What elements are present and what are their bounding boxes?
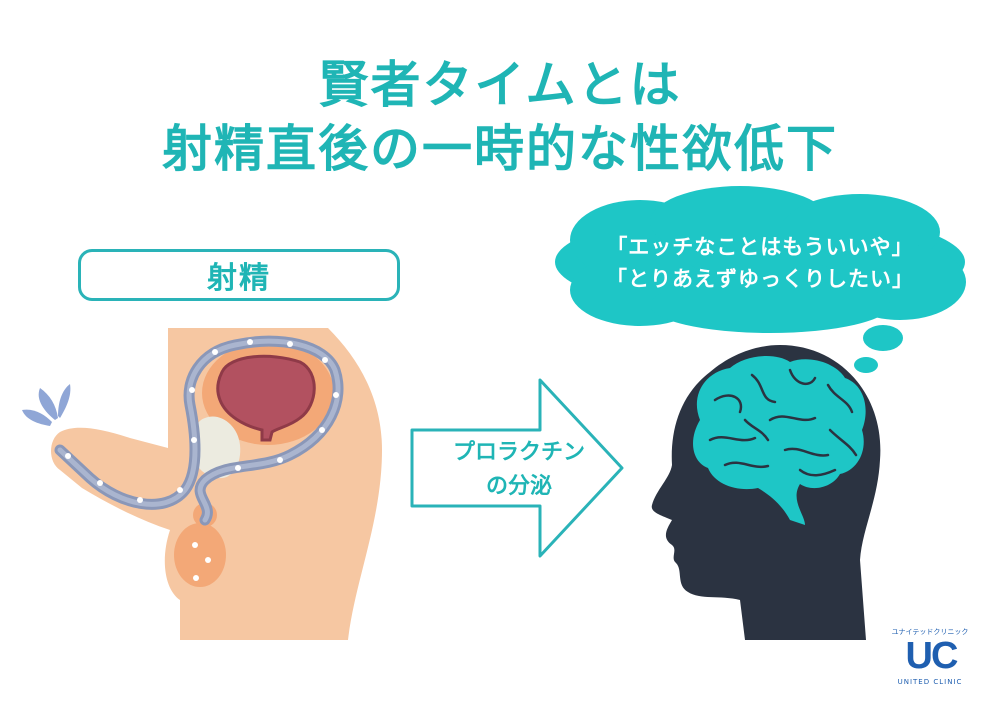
thought-bubble-icon (555, 186, 966, 373)
ejaculation-label: 射精 (78, 249, 400, 301)
arrow-label-line2: の分泌 (485, 474, 552, 499)
logo-bottom-text: UNITED CLINIC (897, 678, 963, 686)
right-arrow-icon (410, 378, 624, 558)
testis (174, 523, 226, 587)
sperm-icon (65, 339, 339, 581)
anatomy-illustration (22, 328, 382, 640)
bladder (216, 354, 316, 442)
seminal-vesicle (191, 416, 241, 479)
page-title-line2: 射精直後の一時的な性欲低下 (162, 120, 838, 178)
thought-quote-2: 「とりあえずゆっくりしたい」 (606, 267, 914, 291)
logo-top-text: ユナイテッドクリニック (891, 628, 969, 636)
page-title-line1: 賢者タイムとは (318, 56, 682, 114)
arrow-label-line1: プロラクチン (452, 440, 585, 465)
logo-mark: UC (905, 635, 959, 677)
thought-quote-1: 「エッチなことはもういいや」 (606, 235, 914, 259)
brain-icon (693, 356, 866, 525)
splash-icon (22, 384, 71, 426)
